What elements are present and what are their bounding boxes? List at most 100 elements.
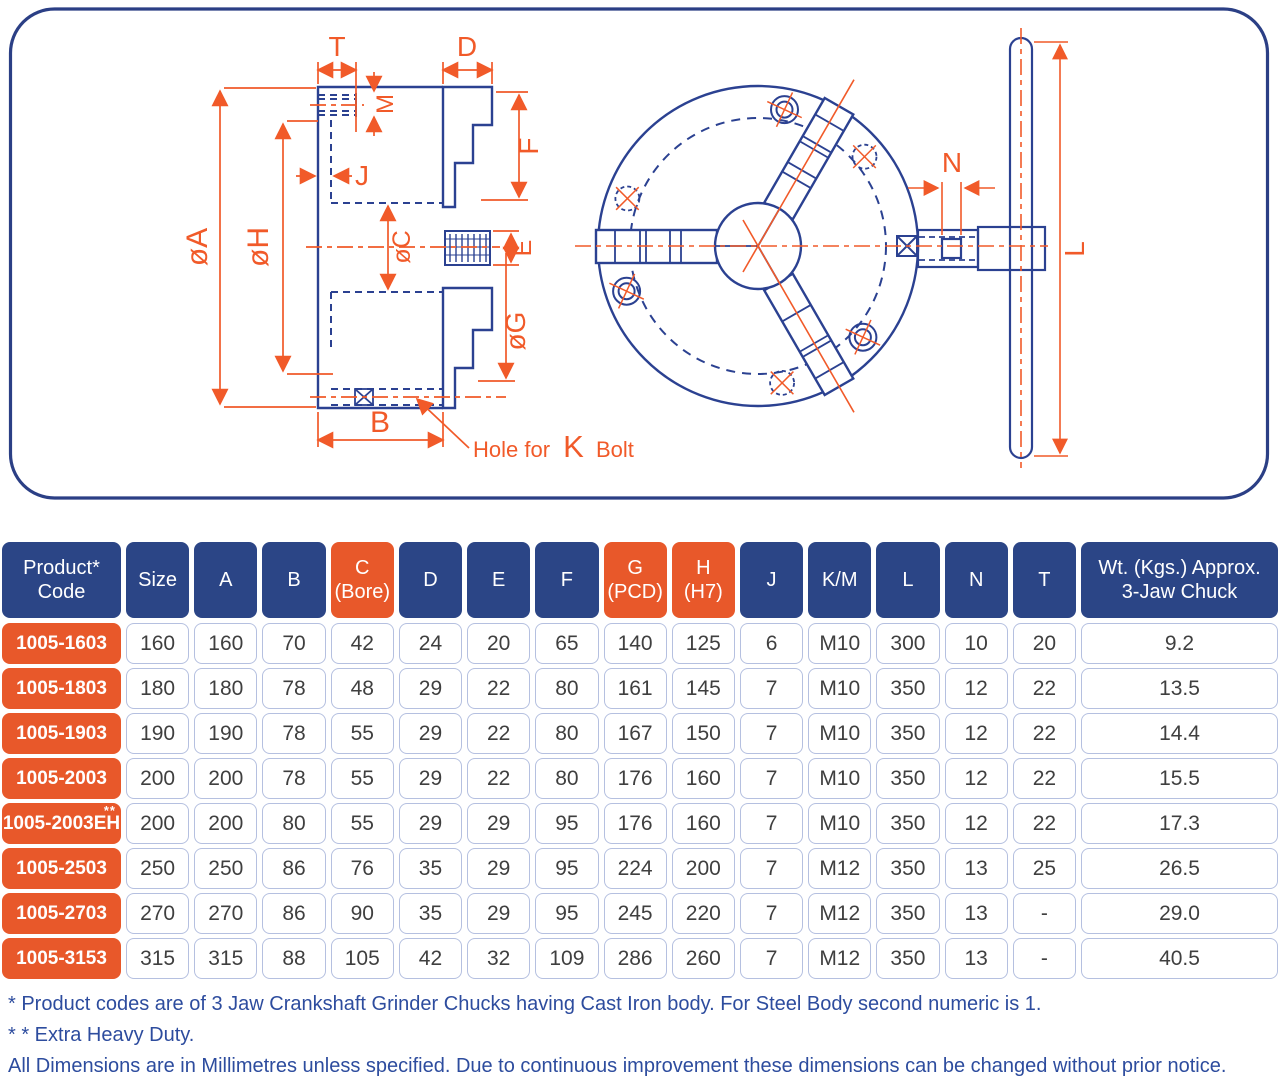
spec-cell: 29 [467, 893, 531, 934]
chuck-key [896, 36, 1047, 460]
col-header-d: D [398, 542, 463, 618]
spec-cell: 7 [739, 758, 804, 799]
dim-label-t: T [328, 31, 345, 62]
spec-cell: 250 [194, 848, 258, 889]
spec-cell: 160 [671, 758, 735, 799]
product-code-cell: 1005-1803 [2, 668, 121, 709]
product-code-cell: 1005-3153 [2, 938, 121, 979]
product-code-cell: 1005-2003EH** [2, 803, 121, 844]
spec-cell: M12 [808, 938, 872, 979]
spec-cell: 29 [398, 803, 463, 844]
footnote-dimensions: All Dimensions are in Millimetres unless… [8, 1055, 1227, 1077]
spec-cell: 40.5 [1081, 938, 1278, 979]
spec-cell: M10 [808, 803, 872, 844]
spec-cell: M10 [808, 623, 872, 664]
spec-cell: 15.5 [1081, 758, 1278, 799]
col-header-h-h7: H(H7) [671, 542, 735, 618]
spec-cell: 95 [535, 803, 599, 844]
spec-cell: 42 [330, 623, 394, 664]
col-header-l: L [876, 542, 940, 618]
spec-cell: 55 [330, 803, 394, 844]
col-header-t: T [1012, 542, 1076, 618]
front-view: N L [575, 28, 1090, 468]
product-code-cell: 1005-2503 [2, 848, 121, 889]
dim-label-m: M [372, 94, 399, 114]
footnote-product-codes: * Product codes are of 3 Jaw Crankshaft … [8, 993, 1042, 1015]
spec-cell: 78 [262, 758, 326, 799]
spec-cell: 70 [262, 623, 326, 664]
spec-cell: 29 [398, 713, 463, 754]
spec-cell: 13 [944, 893, 1008, 934]
spec-cell: 17.3 [1081, 803, 1278, 844]
spec-cell: 200 [194, 803, 258, 844]
spec-cell: 180 [194, 668, 258, 709]
spec-cell: 245 [603, 893, 667, 934]
spec-cell: 7 [739, 893, 804, 934]
technical-drawing-panel: T D M J øA øH øC E F øG B Hole for K Bol… [8, 7, 1270, 500]
spec-cell: 350 [876, 758, 940, 799]
product-code-cell: 1005-1903 [2, 713, 121, 754]
product-code-cell: 1005-2703 [2, 893, 121, 934]
spec-cell: 65 [535, 623, 599, 664]
col-header-g-pcd: G(PCD) [603, 542, 667, 618]
spec-cell: 200 [194, 758, 258, 799]
spec-cell: 78 [262, 713, 326, 754]
spec-cell: 105 [330, 938, 394, 979]
spec-cell: 20 [1012, 623, 1076, 664]
dim-label-f: F [513, 137, 544, 154]
footnotes: * Product codes are of 3 Jaw Crankshaft … [8, 989, 1280, 1082]
spec-cell: M10 [808, 668, 872, 709]
k-bolt-note: Hole for K Bolt [473, 429, 634, 464]
spec-cell: 26.5 [1081, 848, 1278, 889]
spec-cell: 48 [330, 668, 394, 709]
spec-cell: 270 [194, 893, 258, 934]
spec-cell: 140 [603, 623, 667, 664]
spec-cell: 109 [535, 938, 599, 979]
spec-cell: 9.2 [1081, 623, 1278, 664]
spec-cell: 160 [671, 803, 735, 844]
col-header-n: N [944, 542, 1008, 618]
spec-cell: 200 [671, 848, 735, 889]
spec-cell: 7 [739, 668, 804, 709]
spec-cell: 176 [603, 803, 667, 844]
spec-cell: 260 [671, 938, 735, 979]
spec-cell: 250 [126, 848, 190, 889]
col-header-b: B [262, 542, 326, 618]
hidden-holes [614, 143, 878, 396]
spec-cell: 224 [603, 848, 667, 889]
col-header-size: Size [126, 542, 190, 618]
spec-cell: 7 [739, 803, 804, 844]
key-square-hole [940, 237, 963, 260]
spec-cell: 78 [262, 668, 326, 709]
spec-cell: M10 [808, 758, 872, 799]
spec-cell: 95 [535, 848, 599, 889]
spec-cell: 88 [262, 938, 326, 979]
spec-cell: 22 [467, 713, 531, 754]
spec-cell: 22 [1012, 803, 1076, 844]
product-code-cell: 1005-1603 [2, 623, 121, 664]
spec-cell: 76 [330, 848, 394, 889]
spec-cell: M12 [808, 848, 872, 889]
spec-cell: 286 [603, 938, 667, 979]
spec-cell: 160 [194, 623, 258, 664]
spec-cell: 220 [671, 893, 735, 934]
spec-cell: 32 [467, 938, 531, 979]
threaded-insert [444, 230, 491, 266]
spec-cell: 7 [739, 938, 804, 979]
mounting-holes [609, 92, 881, 355]
spec-cell: 180 [126, 668, 190, 709]
spec-cell: 22 [1012, 758, 1076, 799]
spec-cell: 22 [1012, 668, 1076, 709]
spec-cell: 35 [398, 893, 463, 934]
spec-cell: 29 [398, 758, 463, 799]
section-view-labels: T D M J øA øH øC E F øG B Hole for K Bol… [181, 31, 634, 464]
panel-border [8, 7, 1270, 500]
spec-cell: 350 [876, 713, 940, 754]
spec-cell: 55 [330, 713, 394, 754]
